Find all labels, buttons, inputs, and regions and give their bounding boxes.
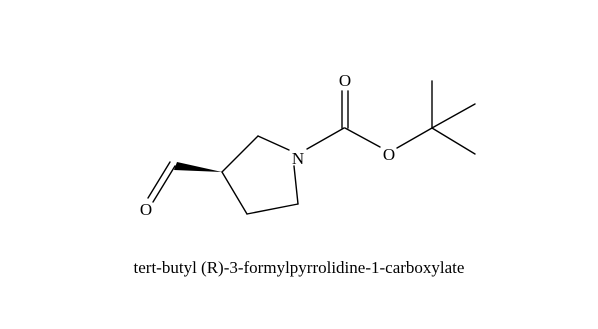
bond-n-c5 bbox=[293, 165, 299, 205]
stereo-wedge-bond bbox=[174, 162, 222, 172]
atom-nitrogen: N bbox=[292, 149, 304, 168]
bond-c2-n bbox=[257, 135, 290, 151]
bond-c3-c2 bbox=[221, 135, 259, 173]
bond-c5-c4 bbox=[246, 203, 299, 215]
compound-name: tert-butyl (R)-3-formylpyrrolidine-1-car… bbox=[133, 258, 465, 277]
atom-ester-oxygen: O bbox=[383, 145, 395, 164]
atom-carbonyl-oxygen: O bbox=[339, 71, 351, 90]
bond-aldehyde-co-2 bbox=[147, 161, 171, 199]
bond-c4-c3 bbox=[221, 171, 248, 215]
bond-carbamate-ester-o bbox=[344, 127, 381, 148]
bond-cq-methyl-right bbox=[431, 103, 476, 129]
bond-cq-methyl-bottom bbox=[431, 127, 476, 155]
bond-aldehyde-co-1 bbox=[152, 165, 176, 203]
bond-ester-o-cq bbox=[396, 127, 433, 149]
atom-aldehyde-oxygen: O bbox=[140, 200, 152, 219]
bond-n-carbamate bbox=[306, 127, 345, 150]
